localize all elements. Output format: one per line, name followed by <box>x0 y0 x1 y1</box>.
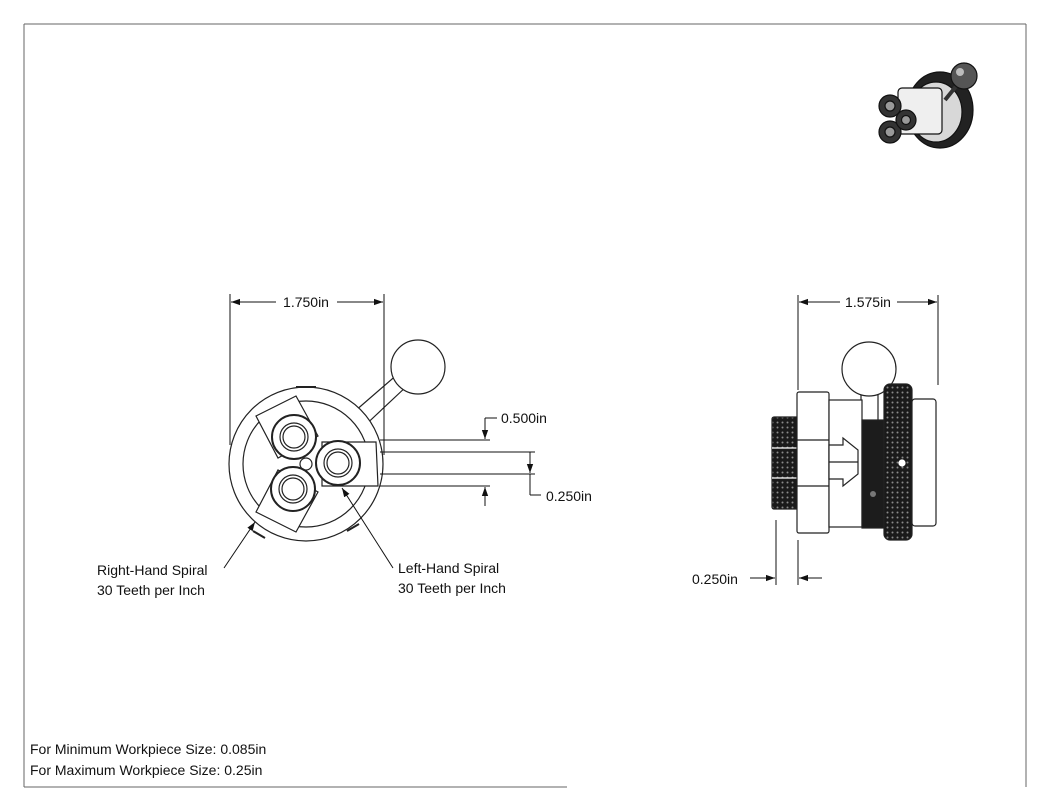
footer-min-size: For Minimum Workpiece Size: 0.085in <box>30 741 266 757</box>
dim-side-offset <box>750 520 822 585</box>
dim-side-offset-label: 0.250in <box>692 571 738 587</box>
sheet-border <box>23 23 1027 788</box>
side-view <box>771 341 937 541</box>
isometric-view <box>878 62 978 149</box>
dim-front-gap-bottom-label: 0.250in <box>546 488 592 504</box>
note-right-hand-line2: 30 Teeth per Inch <box>97 582 205 598</box>
note-left-hand-line1: Left-Hand Spiral <box>398 560 499 576</box>
dim-front-width-label: 1.750in <box>283 294 329 310</box>
dim-front-gap-top-label: 0.500in <box>501 410 547 426</box>
front-view <box>228 339 446 542</box>
dim-side-width <box>797 295 939 390</box>
spiral-rollers <box>270 414 361 512</box>
note-left-hand-line2: 30 Teeth per Inch <box>398 580 506 596</box>
leader-right-hand <box>223 521 256 569</box>
dim-front-gaps <box>380 417 541 506</box>
footer-max-size: For Maximum Workpiece Size: 0.25in <box>30 762 262 778</box>
side-front-cap <box>911 398 937 527</box>
dim-side-width-label: 1.575in <box>845 294 891 310</box>
side-collar <box>861 419 885 529</box>
leader-left-hand <box>341 487 394 569</box>
side-rear-jaws <box>771 416 800 510</box>
side-body <box>796 391 863 534</box>
dim-front-width <box>229 294 385 455</box>
note-right-hand-line1: Right-Hand Spiral <box>97 562 208 578</box>
side-knurled-ring <box>883 383 913 541</box>
